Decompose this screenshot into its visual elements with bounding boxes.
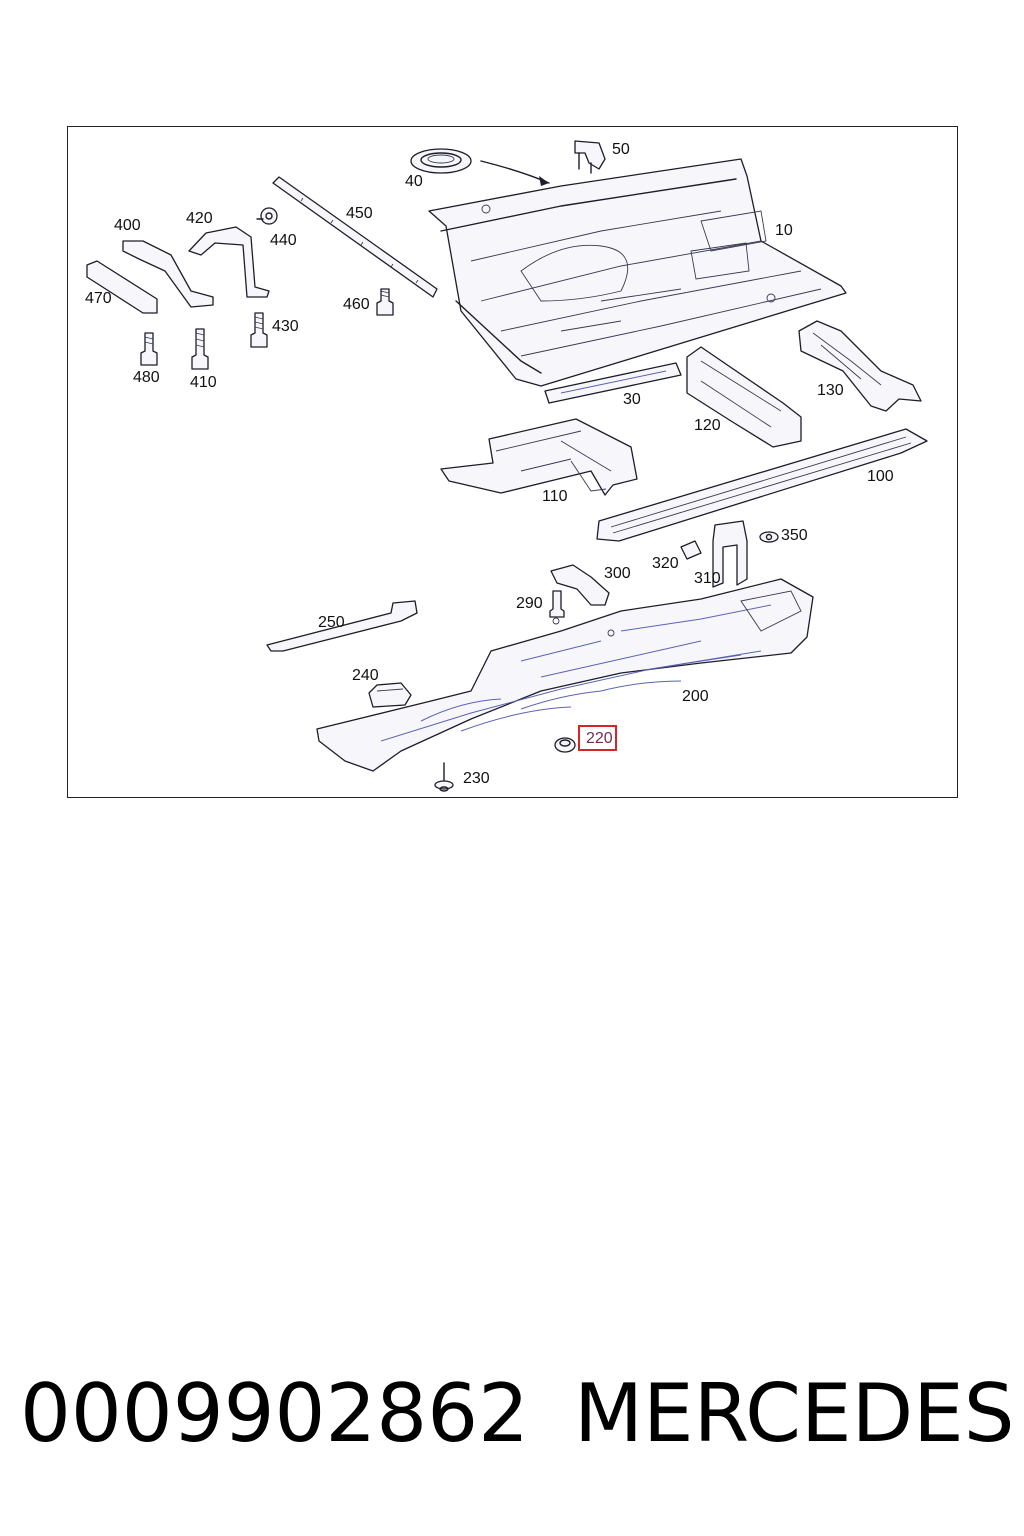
- part-410-bolt: [191, 328, 209, 370]
- callout-120[interactable]: 120: [694, 417, 721, 434]
- part-320-clip: [680, 540, 702, 560]
- parts-diagram-drawing: [86, 140, 928, 792]
- part-number: 0009902862: [20, 1367, 529, 1460]
- parts-diagram-frame: 40 50 10 400 420 440 450 470 460 430 480…: [67, 126, 958, 798]
- callout-470[interactable]: 470: [85, 290, 112, 307]
- part-200-underbody-panel: [316, 578, 814, 772]
- callout-290[interactable]: 290: [516, 595, 543, 612]
- part-230-screw: [434, 762, 454, 792]
- callout-250[interactable]: 250: [318, 614, 345, 631]
- part-300-bracket: [550, 564, 610, 606]
- part-40-grommet: [410, 148, 550, 186]
- callout-100[interactable]: 100: [867, 468, 894, 485]
- part-350-clip: [759, 531, 779, 543]
- part-420-hanger: [188, 226, 270, 298]
- part-450-strip: [272, 176, 438, 298]
- callout-40[interactable]: 40: [405, 173, 423, 190]
- part-440-nut: [256, 207, 278, 225]
- part-480-bolt: [140, 332, 158, 366]
- part-460-bolt: [376, 288, 394, 316]
- callout-10[interactable]: 10: [775, 222, 793, 239]
- part-250-strip: [266, 600, 418, 652]
- brand-name: MERCEDES: [574, 1367, 1015, 1460]
- callout-320[interactable]: 320: [652, 555, 679, 572]
- part-130-bracket: [798, 320, 922, 412]
- part-470-strap: [86, 260, 158, 314]
- callout-460[interactable]: 460: [343, 296, 370, 313]
- callout-230[interactable]: 230: [463, 770, 490, 787]
- callout-110[interactable]: 110: [542, 488, 568, 505]
- part-50-bracket: [574, 140, 606, 174]
- part-10-floor-pan: [428, 158, 847, 387]
- callout-350[interactable]: 350: [781, 527, 808, 544]
- callout-310[interactable]: 310: [694, 570, 721, 587]
- callout-400[interactable]: 400: [114, 217, 141, 234]
- callout-410[interactable]: 410: [190, 374, 217, 391]
- callout-450[interactable]: 450: [346, 205, 373, 222]
- part-240-mount: [368, 682, 412, 708]
- callout-420[interactable]: 420: [186, 210, 213, 227]
- part-30-cross-member: [544, 362, 682, 404]
- part-100-sill-rail: [596, 428, 928, 542]
- callout-50[interactable]: 50: [612, 141, 630, 158]
- part-110-cross-member: [440, 418, 638, 496]
- callout-480[interactable]: 480: [133, 369, 160, 386]
- callout-30[interactable]: 30: [623, 391, 641, 408]
- callout-240[interactable]: 240: [352, 667, 379, 684]
- part-220-clip: [554, 737, 576, 753]
- callout-440[interactable]: 440: [270, 232, 297, 249]
- part-290-bolt: [549, 590, 565, 618]
- part-400-bracket: [122, 240, 214, 308]
- callout-200[interactable]: 200: [682, 688, 709, 705]
- part-430-bolt: [250, 312, 268, 348]
- part-310-bracket: [712, 520, 748, 588]
- callout-300[interactable]: 300: [604, 565, 631, 582]
- part-120-seat-rail: [686, 346, 802, 448]
- callout-220-highlighted[interactable]: 220: [578, 725, 617, 751]
- callout-430[interactable]: 430: [272, 318, 299, 335]
- callout-130[interactable]: 130: [817, 382, 844, 399]
